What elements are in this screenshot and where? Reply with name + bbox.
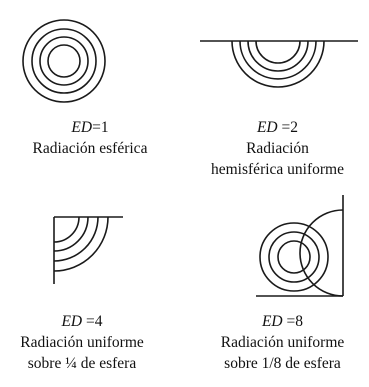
caption-line: hemisférica uniforme <box>211 161 344 178</box>
eighth-sphere-radiation-figure <box>256 195 344 297</box>
diagram-canvas <box>22 19 358 297</box>
caption-line: sobre 1/8 de esfera <box>224 355 341 372</box>
ed-symbol: ED <box>256 119 278 136</box>
spherical-radiation-figure <box>22 19 106 103</box>
ed-symbol: ED <box>261 313 283 330</box>
caption-line: Radiación uniforme <box>20 334 144 351</box>
wave-ring <box>39 36 89 86</box>
caption-hemispherical: ED =2 Radiación hemisférica uniforme <box>186 118 369 180</box>
quarter-sphere-radiation-figure <box>53 216 123 284</box>
wave-ring <box>22 19 106 103</box>
wave-arc <box>53 216 89 252</box>
wave-arc <box>53 216 99 262</box>
hemispherical-radiation-figure <box>200 40 358 88</box>
ed-value: =1 <box>92 119 109 136</box>
ed-value: =8 <box>282 313 304 330</box>
wave-arc <box>231 40 325 88</box>
caption-eighth-sphere: ED =8 Radiación uniforme sobre 1/8 de es… <box>196 312 369 374</box>
directivity-label: ED =4 <box>0 312 164 332</box>
wave-arc <box>299 209 344 297</box>
caption-line: Radiación uniforme <box>220 334 345 351</box>
wave-arc <box>239 40 317 80</box>
wave-arc <box>53 216 109 272</box>
caption-line: Radiación <box>246 140 309 157</box>
ed-value: =2 <box>277 119 299 136</box>
wave-arc <box>247 40 309 72</box>
wave-arc <box>255 40 301 64</box>
ed-symbol: ED <box>61 313 83 330</box>
caption-spherical: ED=1 Radiación esférica <box>10 118 170 159</box>
directivity-label: ED =8 <box>196 312 369 332</box>
wave-ring <box>268 231 320 283</box>
caption-line: Radiación esférica <box>32 140 148 157</box>
directivity-label: ED =2 <box>186 118 369 138</box>
caption-line: sobre ¼ de esfera <box>27 355 137 372</box>
ed-symbol: ED <box>71 119 93 136</box>
wave-ring <box>277 240 311 274</box>
wave-ring <box>31 28 97 94</box>
ed-value: =4 <box>82 313 103 330</box>
wave-ring <box>259 222 329 292</box>
caption-quarter-sphere: ED =4 Radiación uniforme sobre ¼ de esfe… <box>0 312 164 374</box>
wave-arc <box>53 216 80 243</box>
directivity-label: ED=1 <box>10 118 170 138</box>
wave-ring <box>47 44 81 78</box>
